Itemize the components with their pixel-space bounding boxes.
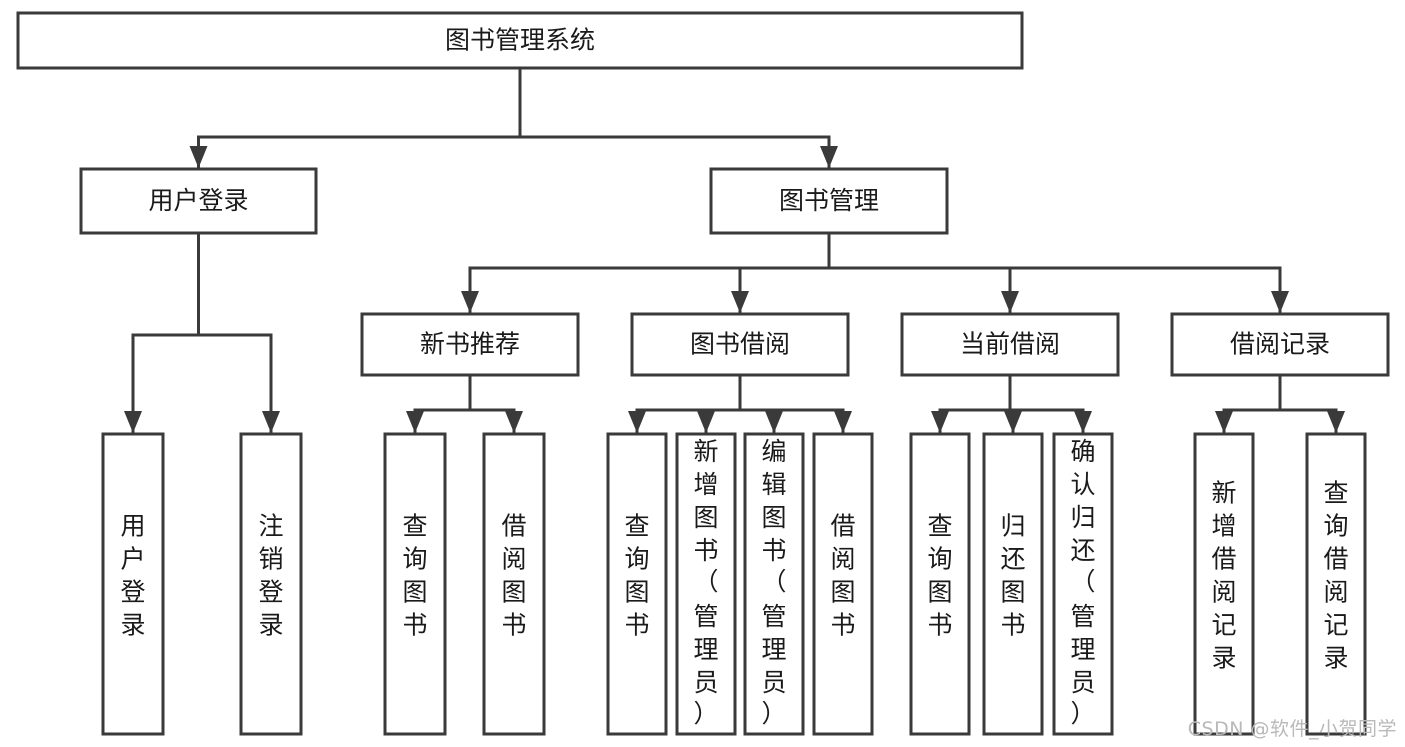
node-box xyxy=(360,312,580,377)
node-box xyxy=(675,432,737,736)
node-leaf-query-book-2[interactable]: 查询图书 xyxy=(606,432,668,736)
arrow-head-icon xyxy=(124,411,142,433)
node-leaf-query-book-1[interactable]: 查询图书 xyxy=(383,432,447,736)
node-label: 查询图书 xyxy=(624,512,649,640)
arrow-head-icon xyxy=(697,411,715,433)
node-leaf-logout[interactable]: 注销登录 xyxy=(239,432,303,736)
node-box xyxy=(743,432,805,736)
node-box xyxy=(1305,432,1367,736)
arrow-head-icon xyxy=(189,146,208,168)
arrow-head-icon xyxy=(931,411,949,433)
node-label: 借阅记录 xyxy=(1230,330,1330,359)
node-leaf-add-book[interactable]: 新增图书（管理员） xyxy=(675,432,737,736)
node-box xyxy=(1170,312,1390,377)
node-label: 确认归还（管理员） xyxy=(1070,437,1095,728)
arrow-head-icon xyxy=(262,411,280,433)
arrow-head-icon xyxy=(406,411,424,433)
arrow-head-icon xyxy=(628,411,646,433)
node-box xyxy=(239,432,303,736)
node-box xyxy=(16,11,1024,70)
node-label: 用户登录 xyxy=(148,186,248,215)
node-box xyxy=(1052,432,1114,736)
node-label: 查询图书 xyxy=(402,512,427,640)
node-leaf-borrow-book-2[interactable]: 借阅图书 xyxy=(812,432,874,736)
node-layer: 图书管理系统用户登录图书管理新书推荐图书借阅当前借阅借阅记录用户登录注销登录查询… xyxy=(16,11,1390,736)
node-root[interactable]: 图书管理系统 xyxy=(16,11,1024,70)
node-book-manage[interactable]: 图书管理 xyxy=(709,167,949,235)
arrow-head-icon xyxy=(834,411,852,433)
node-box xyxy=(79,167,318,235)
arrow-head-icon xyxy=(731,291,749,313)
node-label: 借阅图书 xyxy=(501,512,526,640)
node-label: 新增借阅记录 xyxy=(1211,479,1236,673)
node-label: 图书管理系统 xyxy=(445,26,595,55)
node-leaf-query-book-3[interactable]: 查询图书 xyxy=(909,432,971,736)
arrow-head-icon xyxy=(820,146,838,168)
node-box xyxy=(383,432,447,736)
node-label: 用户登录 xyxy=(120,512,145,640)
node-label: 借阅图书 xyxy=(830,512,855,640)
arrow-head-icon xyxy=(1215,411,1233,433)
node-label: 新增图书（管理员） xyxy=(693,437,718,728)
node-leaf-add-record[interactable]: 新增借阅记录 xyxy=(1193,432,1255,736)
arrow-head-icon xyxy=(1271,291,1289,313)
arrow-head-icon xyxy=(1001,291,1019,313)
arrow-head-icon xyxy=(461,291,479,313)
node-current-borrow[interactable]: 当前借阅 xyxy=(900,312,1120,377)
node-label: 图书借阅 xyxy=(690,330,790,359)
node-box xyxy=(606,432,668,736)
node-label: 编辑图书（管理员） xyxy=(761,437,786,728)
node-box xyxy=(630,312,850,377)
node-box xyxy=(482,432,546,736)
node-borrow-record[interactable]: 借阅记录 xyxy=(1170,312,1390,377)
node-label: 图书管理 xyxy=(779,186,879,215)
node-box xyxy=(812,432,874,736)
arrow-head-icon xyxy=(765,411,783,433)
node-label: 新书推荐 xyxy=(420,330,520,359)
node-leaf-user-login[interactable]: 用户登录 xyxy=(101,432,165,736)
node-new-book-recommend[interactable]: 新书推荐 xyxy=(360,312,580,377)
node-label: 查询图书 xyxy=(927,512,952,640)
node-label: 归还图书 xyxy=(1000,512,1025,640)
node-book-borrow[interactable]: 图书借阅 xyxy=(630,312,850,377)
arrow-head-icon xyxy=(1074,411,1092,433)
node-box xyxy=(709,167,949,235)
node-box xyxy=(101,432,165,736)
node-box xyxy=(909,432,971,736)
arrow-head-icon xyxy=(1004,411,1022,433)
node-box xyxy=(982,432,1044,736)
node-label: 注销登录 xyxy=(258,512,283,640)
arrow-head-icon xyxy=(505,411,523,433)
node-box xyxy=(900,312,1120,377)
node-label: 查询借阅记录 xyxy=(1323,479,1348,673)
node-leaf-return-book[interactable]: 归还图书 xyxy=(982,432,1044,736)
node-leaf-borrow-book-1[interactable]: 借阅图书 xyxy=(482,432,546,736)
edge-layer xyxy=(124,66,1345,434)
node-leaf-edit-book[interactable]: 编辑图书（管理员） xyxy=(743,432,805,736)
node-box xyxy=(1193,432,1255,736)
arrow-head-icon xyxy=(1327,411,1345,433)
node-leaf-confirm-return[interactable]: 确认归还（管理员） xyxy=(1052,432,1114,736)
node-leaf-query-record[interactable]: 查询借阅记录 xyxy=(1305,432,1367,736)
node-user-login[interactable]: 用户登录 xyxy=(79,167,318,235)
node-label: 当前借阅 xyxy=(960,330,1060,359)
